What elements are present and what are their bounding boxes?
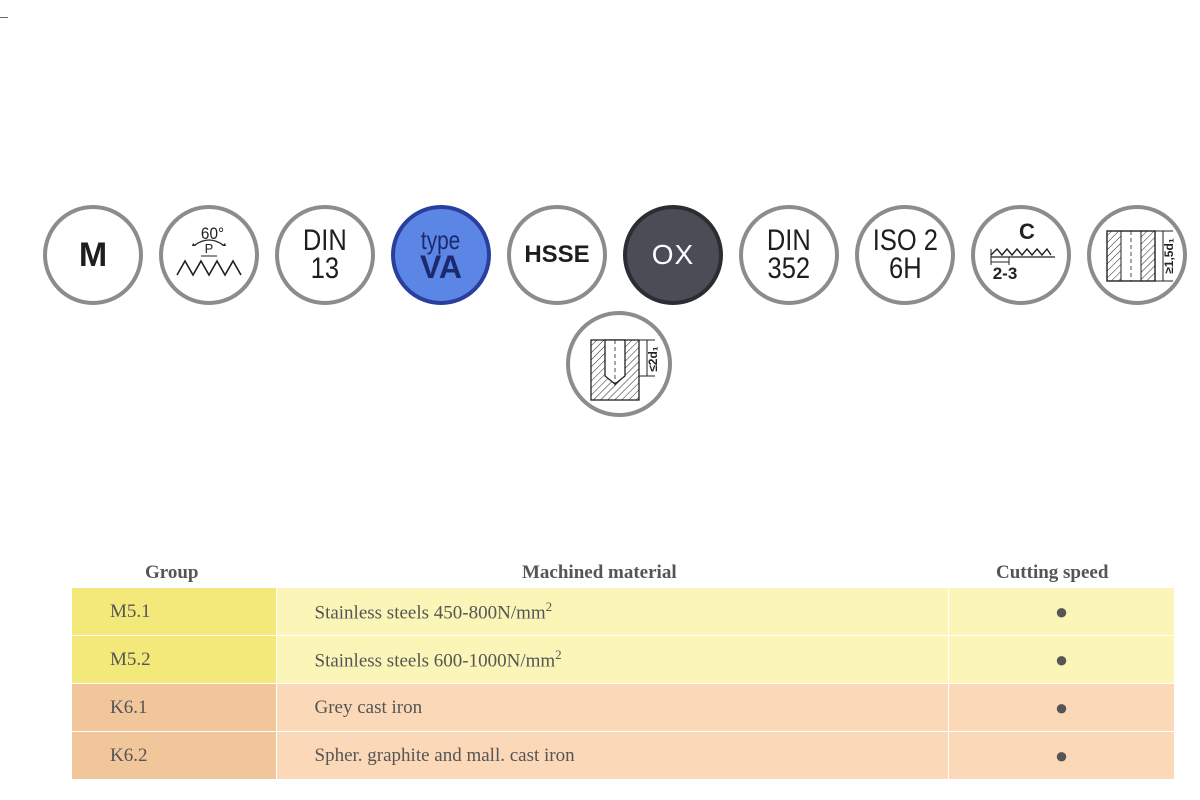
din352-line2: 352 bbox=[767, 252, 811, 285]
material-cell: Stainless steels 450-800N/mm2 bbox=[275, 588, 949, 636]
din-13-icon: DIN 13 bbox=[275, 205, 375, 305]
chamfer-drawing: C 2-3 bbox=[990, 219, 1055, 283]
type-va-icon: type VA bbox=[391, 205, 491, 305]
material-text: Stainless steels 450-800N/mm bbox=[314, 602, 546, 624]
chamfer-form-icon: C 2-3 bbox=[971, 205, 1071, 305]
unit-superscript: 2 bbox=[555, 646, 562, 662]
through-hole-depth-label: ≥1,5d₁ bbox=[1162, 238, 1176, 274]
chamfer-form-label: C bbox=[1019, 219, 1035, 244]
material-text: Grey cast iron bbox=[314, 696, 423, 718]
blind-hole-depth-label: ≤2d₁ bbox=[646, 346, 660, 372]
type-va-line1: type bbox=[421, 225, 461, 255]
group-cell: M5.2 bbox=[72, 635, 276, 684]
pitch-label: P bbox=[205, 241, 214, 256]
thread-profile-drawing: 60° P bbox=[176, 224, 242, 277]
blind-hole-drawing: ≤2d₁ bbox=[590, 339, 660, 401]
material-text: Stainless steels 600-1000N/mm bbox=[314, 650, 556, 672]
table-row: M5.1 Stainless steels 450-800N/mm2 ● bbox=[72, 588, 1174, 636]
blind-hole-icon: ≤2d₁ bbox=[566, 311, 672, 417]
speed-dot: ● bbox=[948, 731, 1174, 780]
group-cell: M5.1 bbox=[72, 588, 276, 636]
speed-dot: ● bbox=[948, 683, 1174, 732]
speed-dot: ● bbox=[948, 635, 1174, 684]
table-row: K6.2 Spher. graphite and mall. cast iron… bbox=[72, 731, 1174, 780]
material-text: Spher. graphite and mall. cast iron bbox=[314, 744, 575, 766]
type-va-line2: VA bbox=[419, 249, 463, 285]
header-group: Group bbox=[145, 562, 199, 583]
header-cutting-speed: Cutting speed bbox=[996, 562, 1109, 583]
corner-mark bbox=[0, 17, 8, 18]
din-352-icon: DIN 352 bbox=[739, 205, 839, 305]
material-cell: Stainless steels 600-1000N/mm2 bbox=[275, 635, 949, 684]
iso-line1: ISO 2 bbox=[872, 224, 938, 257]
through-hole-icon: ≥1,5d₁ bbox=[1087, 205, 1187, 305]
chamfer-threads-label: 2-3 bbox=[993, 264, 1018, 283]
thread-profile-60-icon: 60° P bbox=[159, 205, 259, 305]
metric-label: M bbox=[78, 235, 108, 274]
ox-label: OX bbox=[651, 239, 695, 270]
group-cell: K6.2 bbox=[72, 731, 276, 780]
metric-thread-icon: M bbox=[43, 205, 143, 305]
through-hole-drawing: ≥1,5d₁ bbox=[1106, 230, 1176, 282]
hsse-label: HSSE bbox=[524, 241, 590, 268]
unit-superscript: 2 bbox=[545, 598, 553, 614]
group-cell: K6.1 bbox=[72, 683, 276, 732]
material-cell: Spher. graphite and mall. cast iron bbox=[275, 731, 949, 780]
din13-line1: DIN bbox=[303, 224, 347, 257]
table-row: M5.2 Stainless steels 600-1000N/mm2 ● bbox=[72, 635, 1174, 684]
table-row: K6.1 Grey cast iron ● bbox=[72, 683, 1174, 732]
header-material: Machined material bbox=[522, 562, 677, 583]
din352-line1: DIN bbox=[767, 224, 811, 257]
material-cell: Grey cast iron bbox=[275, 683, 949, 732]
iso-line2: 6H bbox=[888, 252, 922, 285]
speed-dot: ● bbox=[948, 588, 1174, 636]
hsse-material-icon: HSSE bbox=[507, 205, 607, 305]
ox-coating-icon: OX bbox=[623, 205, 723, 305]
din13-line2: 13 bbox=[310, 252, 340, 285]
angle-label: 60° bbox=[201, 224, 224, 243]
materials-table: M5.1 Stainless steels 450-800N/mm2 ● M5.… bbox=[72, 588, 1174, 780]
iso-tolerance-icon: ISO 2 6H bbox=[855, 205, 955, 305]
